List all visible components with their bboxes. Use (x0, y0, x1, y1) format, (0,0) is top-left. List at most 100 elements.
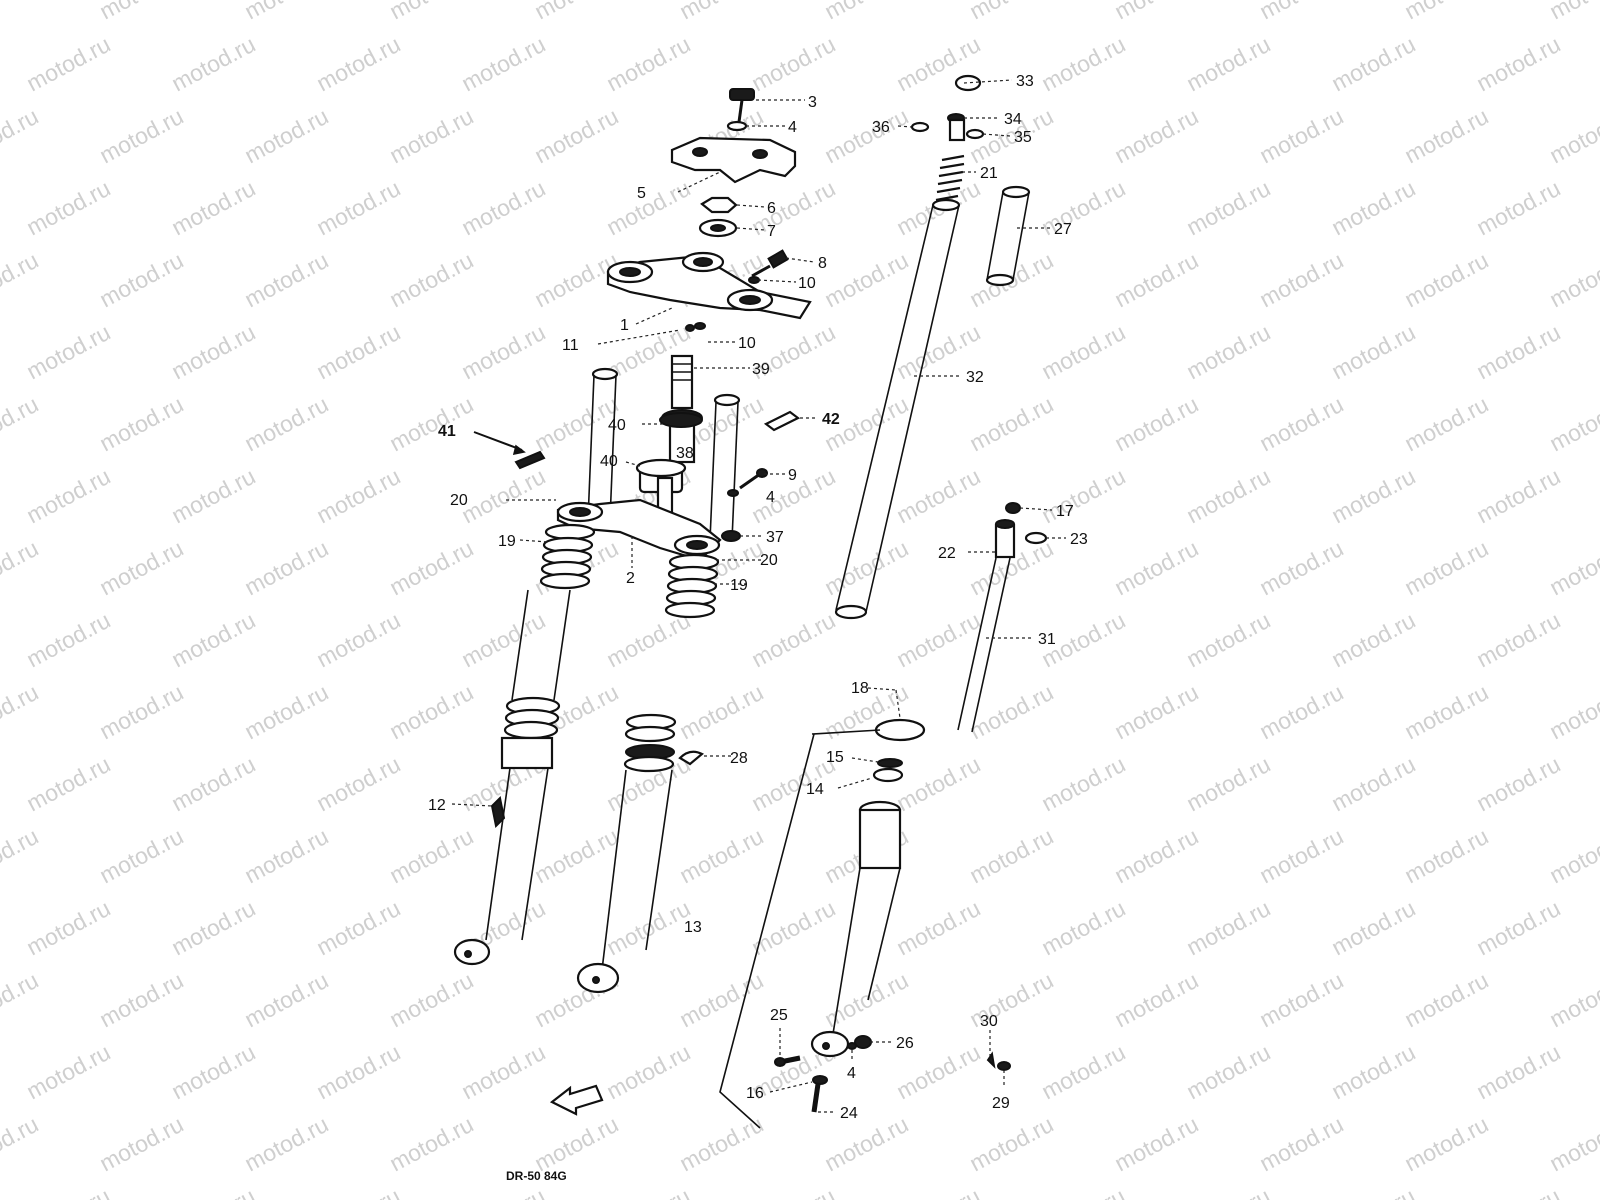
watermark-text: motod.ru (602, 895, 694, 961)
bolt-9 (739, 468, 768, 490)
watermark-text: motod.ru (1400, 967, 1492, 1033)
watermark-text: motod.ru (95, 247, 187, 313)
watermark-text: motod.ru (385, 1111, 477, 1177)
watermark-text: motod.ru (1472, 319, 1564, 385)
label-20-b: 20 (760, 552, 778, 569)
watermark-text: motod.ru (1327, 1183, 1419, 1200)
label-23: 23 (1070, 531, 1088, 548)
watermark-text: motod.ru (312, 463, 404, 529)
o-ring-35 (965, 128, 985, 140)
circlip-17 (1005, 502, 1021, 514)
watermark-text: motod.ru (1255, 679, 1347, 745)
watermark-text: motod.ru (1472, 1183, 1564, 1200)
part-labels: 3 4 5 6 7 8 10 1 10 11 39 40 40 38 42 41… (428, 73, 1088, 1122)
bolt-25 (774, 1055, 801, 1067)
watermark-text: motod.ru (95, 535, 187, 601)
watermark-text: motod.ru (1182, 175, 1274, 241)
fork-leg-left (453, 589, 571, 966)
watermark-text: motod.ru (1472, 895, 1564, 961)
washer-4-bolt9 (727, 489, 739, 497)
watermark-text: motod.ru (1545, 823, 1600, 889)
label-17: 17 (1056, 503, 1074, 520)
watermark-text: motod.ru (675, 679, 767, 745)
circlip-15 (877, 758, 903, 768)
cable-guide-42 (763, 410, 801, 432)
label-30: 30 (980, 1013, 998, 1030)
label-10-b: 10 (738, 335, 756, 352)
watermark-text: motod.ru (240, 1111, 332, 1177)
label-3: 3 (808, 94, 817, 111)
label-12: 12 (428, 797, 446, 814)
watermark-text: motod.ru (0, 679, 42, 745)
watermark-text: motod.ru (22, 319, 114, 385)
label-29: 29 (992, 1095, 1010, 1112)
watermark-text: motod.ru (167, 463, 259, 529)
watermark-text: motod.ru (1255, 967, 1347, 1033)
watermark-text: motod.ru (530, 0, 622, 24)
label-26: 26 (896, 1035, 914, 1052)
watermark-text: motod.ru (95, 391, 187, 457)
label-9: 9 (788, 467, 797, 484)
watermark-text: motod.ru (820, 967, 912, 1033)
label-11: 11 (562, 337, 579, 354)
watermark-text: motod.ru (22, 31, 114, 97)
watermark-text: motod.ru (240, 0, 332, 24)
watermark-text: motod.ru (1400, 1111, 1492, 1177)
label-39: 39 (752, 361, 770, 378)
watermark-text: motod.ru (95, 679, 187, 745)
label-8: 8 (818, 255, 827, 272)
watermark-text: motod.ru (1182, 1039, 1274, 1105)
fork-boot-right (664, 553, 720, 619)
watermark-text: motod.ru (0, 967, 42, 1033)
watermark-text: motod.ru (892, 607, 984, 673)
watermark-text: motod.ru (1255, 535, 1347, 601)
watermark-text: motod.ru (1182, 751, 1274, 817)
cap-33 (954, 74, 982, 92)
bolt-34 (947, 113, 966, 142)
spacer-27 (985, 185, 1031, 287)
watermark-text: motod.ru (1327, 751, 1419, 817)
watermark-text: motod.ru (1545, 103, 1600, 169)
watermark-text: motod.ru (457, 31, 549, 97)
watermark-text: motod.ru (1545, 0, 1600, 24)
watermark-text: motod.ru (1110, 247, 1202, 313)
watermark-text: motod.ru (1327, 319, 1419, 385)
watermark-text: motod.ru (1037, 175, 1129, 241)
watermark-text: motod.ru (1037, 319, 1129, 385)
watermark-text: motod.ru (0, 823, 42, 889)
watermark-text: motod.ru (965, 0, 1057, 24)
watermark-text: motod.ru (312, 895, 404, 961)
watermark-text: motod.ru (1182, 895, 1274, 961)
watermark-text: motod.ru (1255, 103, 1347, 169)
watermark-text: motod.ru (1327, 175, 1419, 241)
watermark-text: motod.ru (1255, 0, 1347, 24)
watermark-text: motod.ru (1472, 751, 1564, 817)
watermark-text: motod.ru (1400, 247, 1492, 313)
watermark-text: motod.ru (1037, 1039, 1129, 1105)
watermark-text: motod.ru (167, 1183, 259, 1200)
watermark-text: motod.ru (965, 1111, 1057, 1177)
watermark-text: motod.ru (312, 319, 404, 385)
label-28: 28 (730, 750, 748, 767)
watermark-text: motod.ru (1037, 895, 1129, 961)
washer-10-lower (694, 322, 706, 330)
label-40-b: 40 (600, 453, 618, 470)
fork-leg-right (576, 713, 677, 994)
watermark-text: motod.ru (1037, 751, 1129, 817)
watermark-text: motod.ru (1110, 1111, 1202, 1177)
watermark-text: motod.ru (675, 0, 767, 24)
watermark-text: motod.ru (457, 319, 549, 385)
watermark-text: motod.ru (1545, 535, 1600, 601)
watermark-text: motod.ru (385, 247, 477, 313)
label-31: 31 (1038, 631, 1056, 648)
watermark-text: motod.ru (1400, 103, 1492, 169)
nut-6 (700, 196, 738, 214)
watermark-text: motod.ru (1545, 391, 1600, 457)
damper-rod-31 (957, 519, 1016, 733)
watermark-text: motod.ru (167, 175, 259, 241)
front-direction-arrow (549, 1084, 604, 1116)
label-7: 7 (767, 223, 776, 240)
watermark-text: motod.ru (167, 31, 259, 97)
